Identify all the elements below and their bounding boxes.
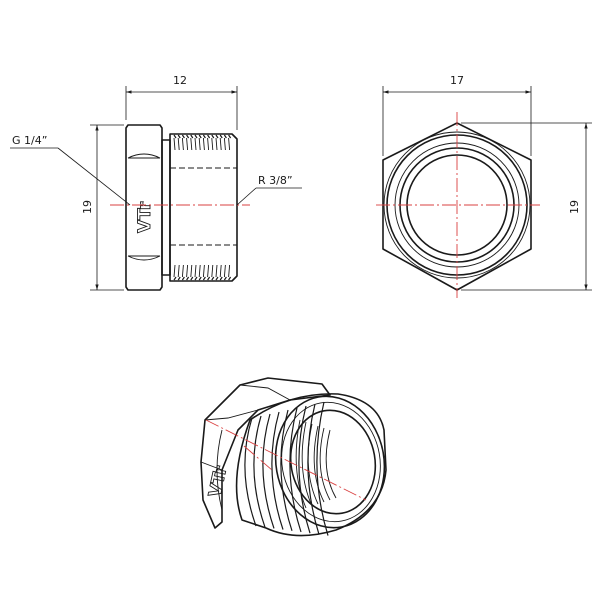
iso-bore [289, 409, 377, 515]
iso-hex-outline [200, 377, 331, 529]
iso-inner-thread-lines [295, 419, 337, 509]
front-view: 17 19 [376, 74, 592, 298]
side-hex-body [125, 124, 163, 291]
side-logo: VTr [135, 201, 155, 233]
front-width-label: 17 [450, 74, 464, 87]
side-view: VTr 12 19 G 1/4” R 3/8” [10, 74, 302, 291]
iso-axis [205, 419, 367, 501]
side-neck [161, 139, 171, 276]
outer-thread-label: R 3/8” [258, 174, 293, 187]
front-height-label: 19 [568, 200, 581, 214]
iso-face-outer [274, 395, 386, 529]
iso-logo: VTr [205, 464, 231, 499]
inner-thread-label: G 1/4” [12, 134, 47, 147]
iso-thread-lines [244, 401, 329, 536]
iso-thread-body [235, 393, 387, 537]
side-height-label: 19 [81, 200, 94, 214]
isometric-view: VTr [200, 377, 387, 537]
side-thread-lines [173, 134, 232, 281]
side-thread-body [169, 133, 238, 282]
side-width-label: 12 [173, 74, 187, 87]
